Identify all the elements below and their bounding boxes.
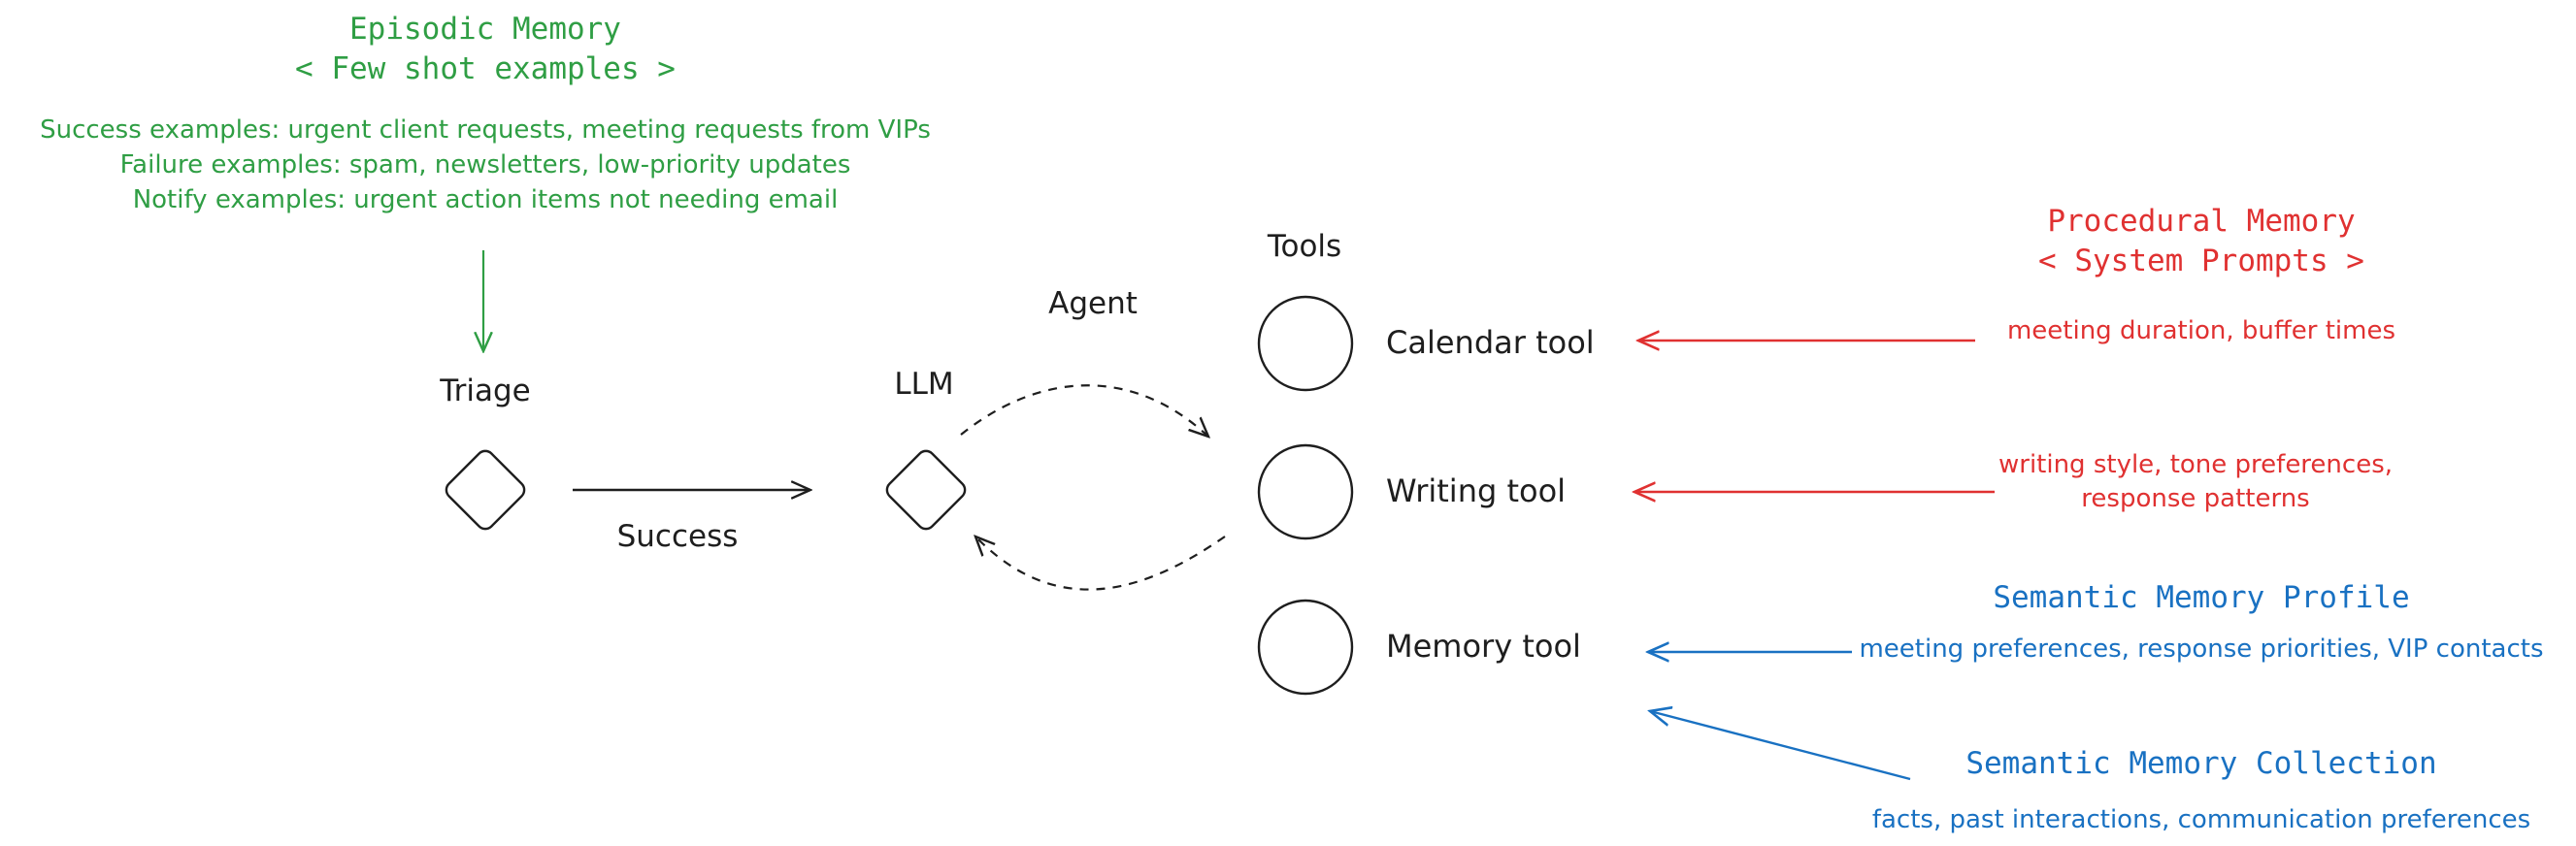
semantic-collection-note: facts, past interactions, communication … bbox=[1872, 805, 2530, 834]
memory-tool-label: Memory tool bbox=[1386, 628, 1581, 665]
triage-diamond bbox=[445, 449, 526, 531]
memory-tool-circle bbox=[1257, 599, 1354, 696]
semantic-profile-note: meeting preferences, response priorities… bbox=[1859, 634, 2543, 664]
agent-label: Agent bbox=[1048, 286, 1138, 321]
success-edge-label: Success bbox=[617, 519, 739, 554]
calendar-tool-circle bbox=[1257, 295, 1354, 392]
triage-label: Triage bbox=[439, 374, 530, 408]
episodic-notify-examples: Notify examples: urgent action items not… bbox=[133, 185, 839, 214]
calendar-tool-label: Calendar tool bbox=[1386, 324, 1595, 361]
tools-header: Tools bbox=[1267, 229, 1341, 264]
procedural-memory-subtitle: < System Prompts > bbox=[2038, 244, 2364, 278]
episodic-success-examples: Success examples: urgent client requests… bbox=[40, 115, 931, 145]
writing-tool-circle bbox=[1257, 443, 1354, 540]
writing-tool-label: Writing tool bbox=[1386, 472, 1566, 509]
tools-to-llm-dashed-arrow bbox=[975, 537, 1226, 591]
procedural-writing-note-line1: writing style, tone preferences, bbox=[1998, 450, 2393, 479]
semantic-collection-to-memory-arrow bbox=[1650, 711, 1911, 781]
llm-label: LLM bbox=[894, 367, 953, 402]
procedural-memory-title: Procedural Memory bbox=[2047, 204, 2355, 239]
llm-diamond bbox=[885, 449, 967, 531]
procedural-writing-note-line2: response patterns bbox=[2081, 484, 2309, 513]
episodic-memory-subtitle: < Few shot examples > bbox=[295, 51, 676, 86]
llm-to-tools-dashed-arrow bbox=[960, 384, 1208, 437]
semantic-collection-title: Semantic Memory Collection bbox=[1965, 746, 2436, 781]
episodic-memory-title: Episodic Memory bbox=[349, 12, 621, 47]
episodic-failure-examples: Failure examples: spam, newsletters, low… bbox=[120, 150, 851, 179]
procedural-calendar-note: meeting duration, buffer times bbox=[2007, 316, 2395, 345]
semantic-profile-title: Semantic Memory Profile bbox=[1993, 580, 2409, 615]
